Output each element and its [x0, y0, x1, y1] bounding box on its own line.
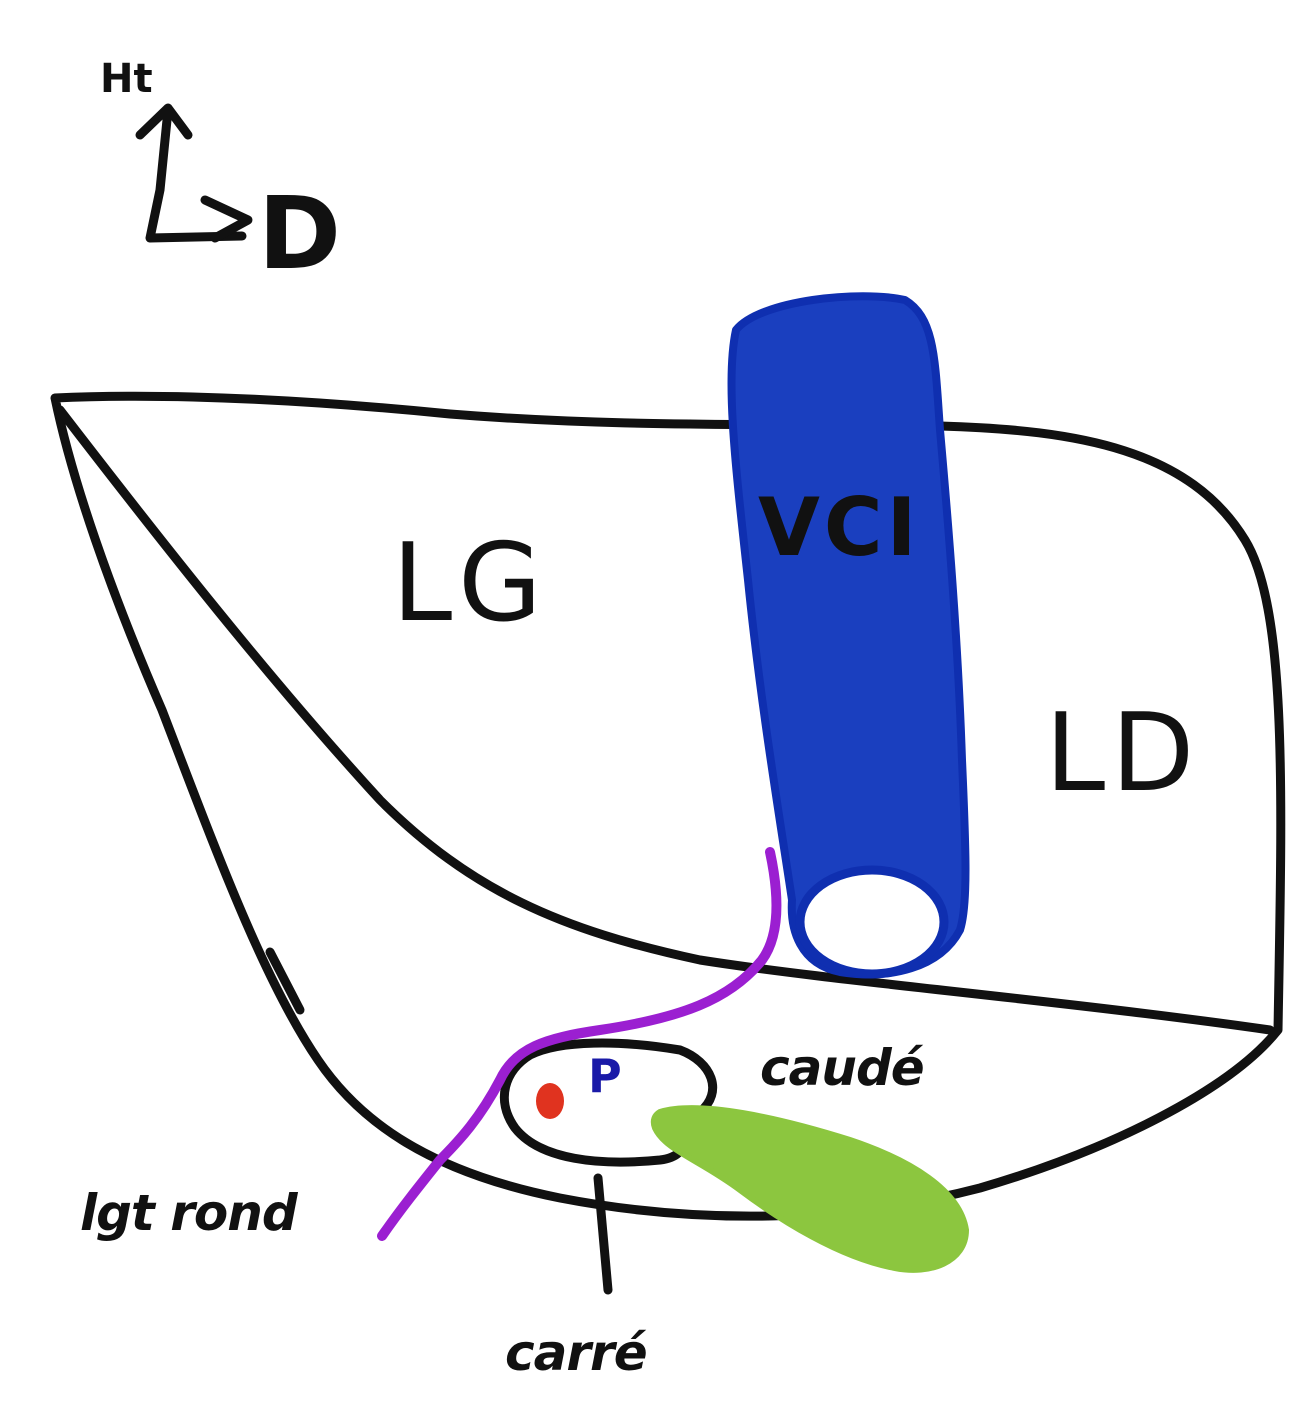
portal-dot [536, 1083, 564, 1119]
liver-outline [50, 391, 1286, 1221]
orientation-indicator: Ht D [100, 56, 341, 292]
quadrate-lobe-label: carré [505, 1324, 647, 1382]
round-ligament-label: lgt rond [80, 1184, 299, 1242]
ivc: VCI [727, 292, 970, 979]
gallbladder [650, 1105, 969, 1273]
caudate-lobe-label: caudé [760, 1039, 924, 1097]
up-label: Ht [100, 56, 153, 102]
quadrate-pointer-line [593, 1173, 613, 1295]
right-label: D [258, 175, 341, 292]
left-lobe-label: LG [392, 521, 548, 646]
edge-tick [265, 947, 305, 1015]
porta-label: P [588, 1049, 622, 1103]
left-lobe-boundary [55, 405, 1275, 1035]
right-lobe-label: LD [1045, 691, 1200, 816]
right-arrow-icon [200, 195, 253, 243]
ivc-lumen [795, 865, 949, 979]
ivc-body [727, 292, 970, 979]
ivc-label: VCI [758, 481, 920, 574]
round-ligament [377, 847, 782, 1241]
up-arrow-icon [135, 103, 247, 243]
